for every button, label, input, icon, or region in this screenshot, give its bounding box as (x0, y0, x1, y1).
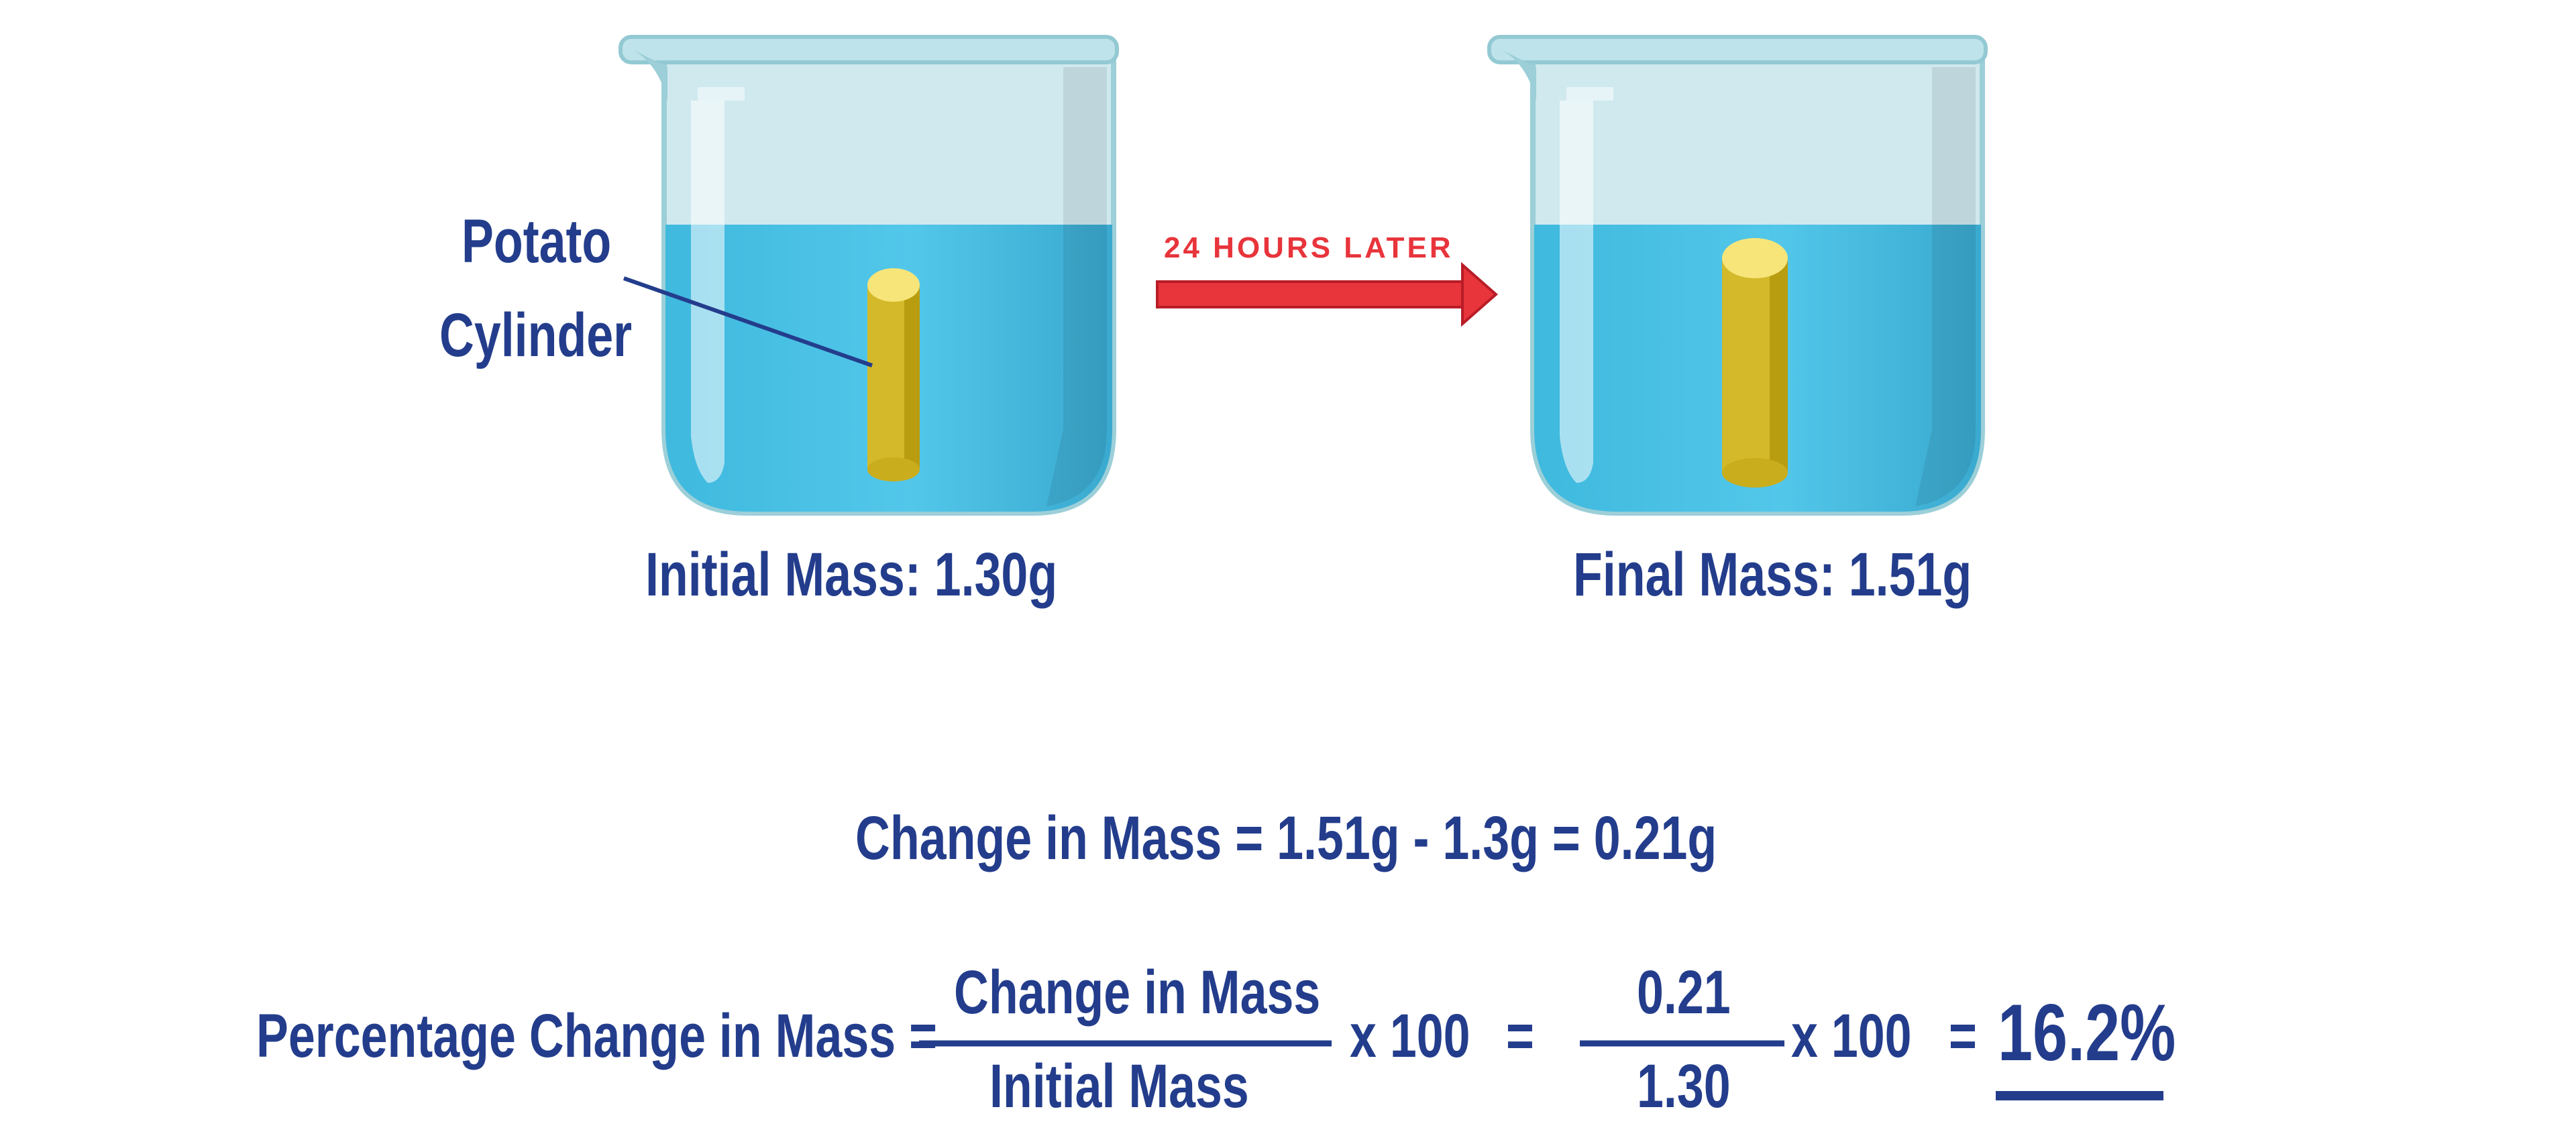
result-value: 16.2% (1998, 988, 2176, 1078)
beaker-final (1487, 35, 1988, 516)
potato-cylinder-final (1722, 238, 1788, 488)
beaker-rim (619, 35, 1119, 64)
beaker-initial (619, 35, 1119, 516)
fraction2-denominator: 1.30 (1637, 1052, 1731, 1121)
potato-cylinder-initial (867, 268, 920, 481)
fraction2-numerator: 0.21 (1637, 958, 1731, 1027)
initial-mass-label: Initial Mass: 1.30g (645, 540, 1058, 609)
fraction1-numerator: Change in Mass (954, 958, 1321, 1027)
time-note: 24 HOURS LATER (1164, 231, 1454, 264)
times-100-b: x 100 (1791, 1002, 1912, 1070)
change-in-mass-equation: Change in Mass = 1.51g - 1.3g = 0.21g (855, 804, 1717, 872)
label-pointer-line (623, 276, 873, 367)
fraction1-denominator: Initial Mass (989, 1052, 1249, 1121)
beaker-highlight (691, 101, 724, 483)
equals-a: = (1506, 1002, 1534, 1070)
potato-label-line2: Cylinder (439, 301, 633, 369)
beaker-highlight (1560, 101, 1593, 483)
beaker-rim (1487, 35, 1988, 64)
final-mass-label: Final Mass: 1.51g (1573, 540, 1972, 609)
equals-b: = (1949, 1002, 1977, 1070)
potato-label-line1: Potato (462, 207, 612, 276)
times-100-a: x 100 (1350, 1002, 1470, 1070)
percent-change-label: Percentage Change in Mass = (256, 1002, 937, 1070)
time-arrow (1156, 262, 1499, 327)
